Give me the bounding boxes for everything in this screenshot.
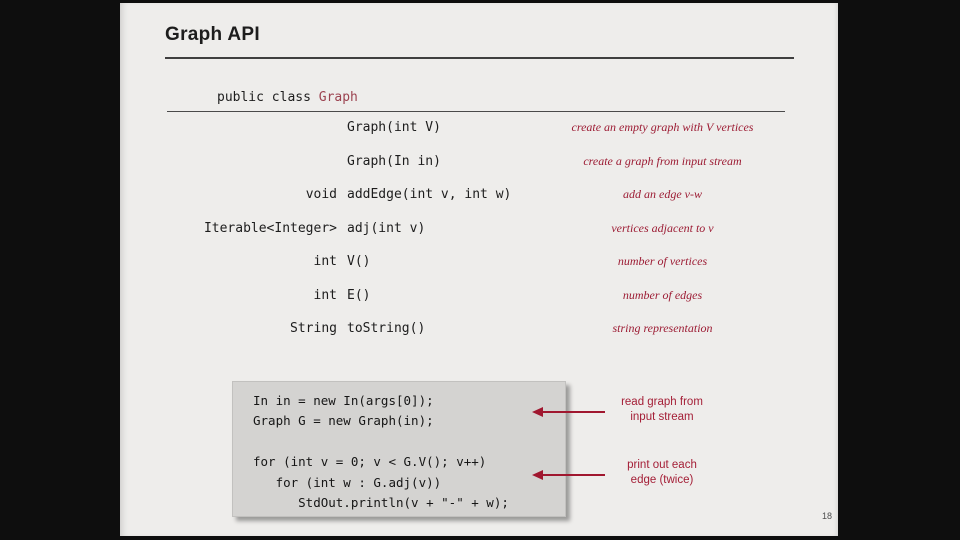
callout-line: read graph from bbox=[621, 396, 703, 408]
api-return-type: int bbox=[313, 254, 337, 269]
api-description: add an edge v-w bbox=[623, 187, 702, 201]
code-line: for (int w : G.adj(v)) bbox=[253, 474, 442, 490]
code-line: In in = new In(args[0]); bbox=[253, 393, 434, 408]
api-description: create an empty graph with V vertices bbox=[571, 120, 754, 134]
callout-read-graph: read graph from input stream bbox=[597, 395, 727, 425]
callout-line: print out each bbox=[627, 459, 697, 471]
api-method-signature: E() bbox=[347, 288, 371, 303]
code-line: for (int v = 0; v < G.V(); v++) bbox=[253, 454, 487, 470]
code-line: StdOut.println(v + "-" + w); bbox=[253, 495, 509, 511]
lecture-slide: Graph API public class Graph Graph(int V… bbox=[120, 3, 838, 536]
api-description: vertices adjacent to v bbox=[611, 221, 714, 235]
arrow-shaft bbox=[540, 411, 605, 413]
api-return-type: String bbox=[290, 321, 337, 336]
api-method-signature: Graph(In in) bbox=[347, 154, 441, 169]
api-row-e-count: int E() number of edges bbox=[120, 288, 838, 306]
api-method-signature: Graph(int V) bbox=[347, 120, 441, 135]
api-description: number of edges bbox=[622, 288, 703, 302]
api-row-constructor-v: Graph(int V) create an empty graph with … bbox=[120, 120, 838, 138]
api-method-signature: V() bbox=[347, 254, 371, 269]
code-snippet: In in = new In(args[0]); Graph G = new G… bbox=[253, 391, 509, 513]
api-row-v-count: int V() number of vertices bbox=[120, 254, 838, 272]
class-divider bbox=[167, 111, 785, 112]
class-declaration-prefix: public class bbox=[217, 90, 319, 105]
title-divider bbox=[165, 57, 794, 59]
api-method-signature: addEdge(int v, int w) bbox=[347, 187, 512, 202]
slide-page-number: 18 bbox=[821, 511, 832, 521]
callout-line: input stream bbox=[630, 411, 694, 423]
api-row-constructor-in: Graph(In in) create a graph from input s… bbox=[120, 154, 838, 172]
api-row-addedge: void addEdge(int v, int w) add an edge v… bbox=[120, 187, 838, 205]
class-declaration: public class Graph bbox=[217, 90, 358, 105]
api-row-adj: Iterable<Integer> adj(int v) vertices ad… bbox=[120, 221, 838, 239]
api-return-type: Iterable<Integer> bbox=[203, 221, 337, 236]
api-method-signature: adj(int v) bbox=[347, 221, 426, 236]
api-description: number of vertices bbox=[617, 254, 708, 268]
code-snippet-box: In in = new In(args[0]); Graph G = new G… bbox=[232, 381, 566, 517]
api-return-type: int bbox=[313, 288, 337, 303]
api-description: create a graph from input stream bbox=[583, 154, 742, 168]
callout-print-edges: print out each edge (twice) bbox=[597, 458, 727, 488]
slide-title: Graph API bbox=[165, 24, 260, 45]
api-method-signature: toString() bbox=[347, 321, 426, 336]
code-line: Graph G = new Graph(in); bbox=[253, 413, 434, 429]
arrow-left-icon bbox=[532, 470, 543, 480]
class-declaration-name: Graph bbox=[318, 90, 358, 105]
arrow-shaft bbox=[540, 474, 605, 476]
api-row-tostring: String toString() string representation bbox=[120, 321, 838, 339]
arrow-left-icon bbox=[532, 407, 543, 417]
api-return-type: void bbox=[305, 187, 337, 202]
callout-line: edge (twice) bbox=[630, 474, 694, 486]
api-description: string representation bbox=[612, 321, 713, 335]
